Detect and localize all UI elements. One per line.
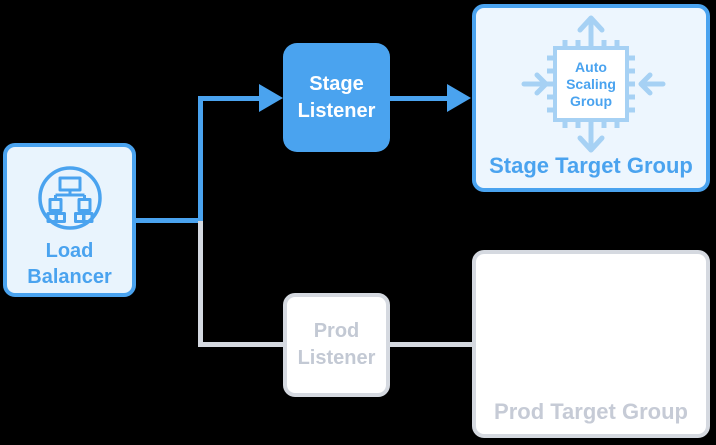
edge-stage-listener-to-stage-tg — [388, 96, 447, 101]
stage-target-group-label: Stage Target Group — [489, 153, 693, 178]
auto-scaling-group-label: Auto Scaling Group — [566, 58, 616, 109]
stage-listener-label: Stage Listener — [297, 72, 376, 122]
prod-listener-label: Prod Listener — [297, 320, 376, 369]
node-prod-target-group: Prod Target Group — [472, 250, 710, 438]
load-balancer-label: Load Balancer — [27, 240, 112, 288]
scale-down-arrow-icon — [577, 123, 605, 153]
node-load-balancer: Load Balancer — [3, 143, 136, 297]
load-balancer-icon — [37, 166, 102, 230]
scale-in-right-arrow-icon — [638, 72, 666, 96]
node-stage-target-group: Auto Scaling Group Stage Target Group — [472, 4, 710, 192]
node-stage-listener: Stage Listener — [283, 43, 390, 152]
scale-up-arrow-icon — [577, 15, 605, 45]
node-prod-listener: Prod Listener — [283, 293, 390, 397]
edge-lb-to-prod-vertical — [198, 221, 203, 347]
auto-scaling-group-chip-icon — [521, 15, 666, 153]
edge-prod-listener-to-prod-tg — [388, 342, 473, 347]
edge-lb-to-stage-horizontal — [198, 96, 260, 101]
edge-lb-trunk — [134, 218, 202, 223]
edge-lb-to-prod-horizontal — [198, 342, 284, 347]
scale-in-left-arrow-icon — [521, 72, 549, 96]
prod-target-group-label: Prod Target Group — [494, 399, 688, 424]
edge-lb-to-stage-vertical — [198, 96, 203, 223]
arrowhead-into-stage-target-group-icon — [447, 84, 471, 112]
arrowhead-into-stage-listener-icon — [259, 84, 283, 112]
